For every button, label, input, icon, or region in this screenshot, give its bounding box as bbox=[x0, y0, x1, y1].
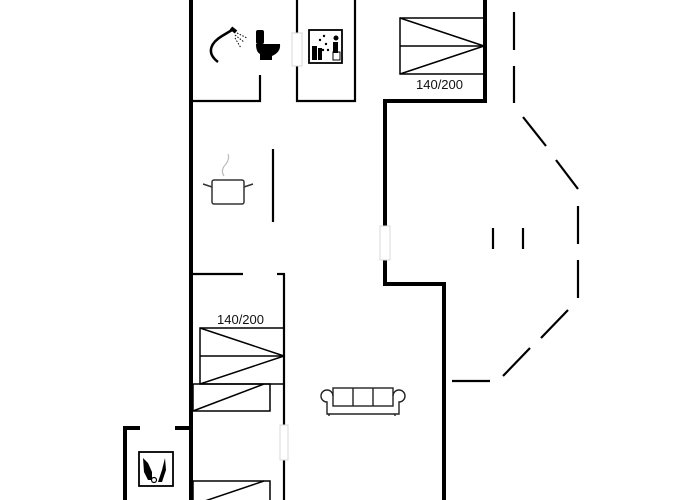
sofa-icon bbox=[320, 387, 406, 416]
cooking-pot-icon bbox=[202, 153, 254, 205]
interior-walls bbox=[191, 0, 490, 500]
outer-walls bbox=[123, 0, 487, 500]
terrace-outline bbox=[491, 12, 580, 377]
windows bbox=[279, 32, 391, 461]
shower-icon bbox=[209, 26, 248, 63]
single-bed-bottom bbox=[192, 480, 271, 500]
bed-top-right-label: 140/200 bbox=[416, 77, 463, 92]
bed-top-right bbox=[399, 17, 485, 75]
bed-middle-left-label: 140/200 bbox=[217, 312, 264, 327]
single-bed-middle bbox=[192, 383, 271, 412]
toilet-icon bbox=[256, 30, 281, 60]
bed-middle-left bbox=[199, 327, 285, 385]
sauna-icon bbox=[308, 29, 343, 64]
washing-machine-icon bbox=[138, 451, 174, 487]
